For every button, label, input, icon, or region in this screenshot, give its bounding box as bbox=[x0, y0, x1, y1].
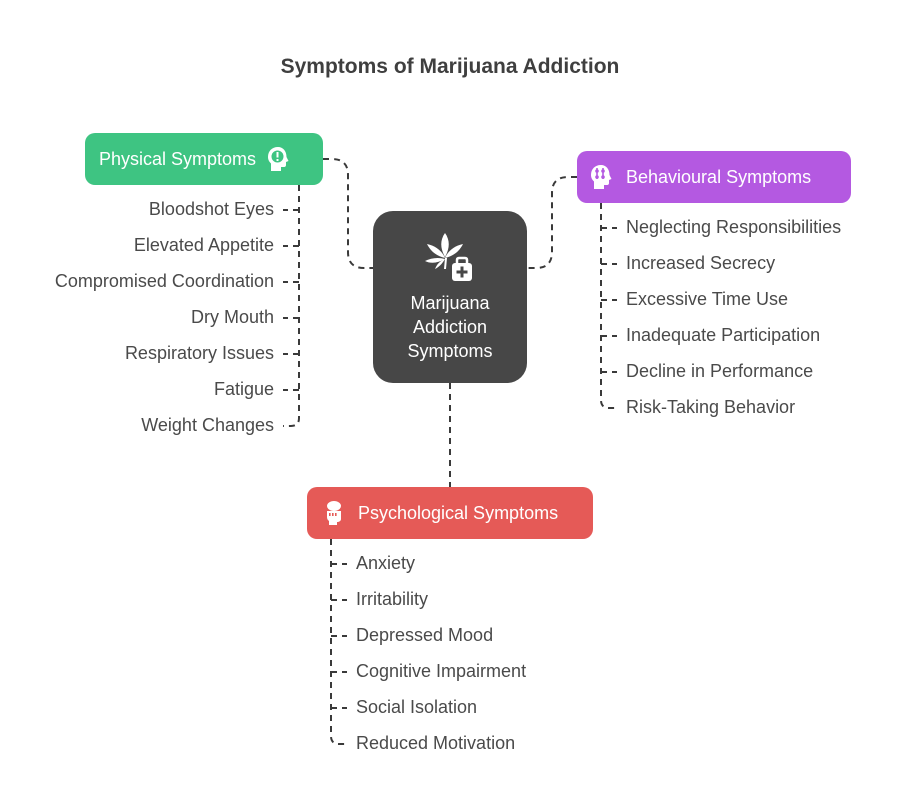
central-topic-node[interactable]: Marijuana Addiction Symptoms bbox=[373, 211, 527, 383]
central-topic-label-line-1: Marijuana bbox=[410, 293, 490, 313]
psychological-item: Anxiety bbox=[356, 553, 416, 573]
head-arrows-icon bbox=[589, 164, 615, 190]
behavioural-item: Inadequate Participation bbox=[626, 325, 821, 345]
connector-behavioural-center bbox=[527, 176, 577, 269]
physical-spine bbox=[283, 185, 300, 427]
behavioural-symptoms-node[interactable]: Behavioural Symptoms bbox=[577, 151, 851, 203]
behavioural-item: Excessive Time Use bbox=[626, 289, 789, 309]
psychological-item: Depressed Mood bbox=[356, 625, 494, 645]
psychological-item: Social Isolation bbox=[356, 697, 478, 717]
psychological-item: Irritability bbox=[356, 589, 429, 609]
connector-physical-center bbox=[323, 158, 373, 269]
psychological-spine bbox=[330, 539, 347, 745]
behavioural-item: Risk-Taking Behavior bbox=[626, 397, 796, 417]
physical-item: Fatigue bbox=[213, 379, 274, 399]
behavioural-symptoms-label: Behavioural Symptoms bbox=[626, 166, 812, 187]
psychological-symptoms-node[interactable]: Psychological Symptoms bbox=[307, 487, 593, 539]
psychological-symptoms-label: Psychological Symptoms bbox=[358, 502, 559, 523]
physical-item: Compromised Coordination bbox=[54, 271, 274, 291]
behavioural-spine bbox=[600, 203, 617, 409]
behavioural-item: Decline in Performance bbox=[626, 361, 814, 381]
cannabis-leaf-medical-kit-icon bbox=[425, 233, 472, 281]
head-brain-icon bbox=[321, 500, 347, 526]
head-exclamation-icon bbox=[266, 146, 292, 172]
behavioural-item: Increased Secrecy bbox=[626, 253, 776, 273]
behavioural-item: Neglecting Responsibilities bbox=[626, 217, 842, 237]
physical-item: Weight Changes bbox=[141, 415, 274, 435]
physical-item: Elevated Appetite bbox=[133, 235, 274, 255]
physical-item: Respiratory Issues bbox=[124, 343, 274, 363]
physical-item: Bloodshot Eyes bbox=[148, 199, 274, 219]
diagram-title: Symptoms of Marijuana Addiction bbox=[280, 55, 620, 78]
physical-symptoms-node[interactable]: Physical Symptoms bbox=[85, 133, 323, 185]
central-topic-label-line-2: Addiction bbox=[412, 317, 488, 337]
psychological-item: Cognitive Impairment bbox=[356, 661, 527, 681]
physical-item: Dry Mouth bbox=[190, 307, 274, 327]
physical-symptoms-label: Physical Symptoms bbox=[99, 148, 257, 169]
central-topic-label-line-3: Symptoms bbox=[407, 341, 493, 361]
psychological-item: Reduced Motivation bbox=[356, 733, 516, 753]
